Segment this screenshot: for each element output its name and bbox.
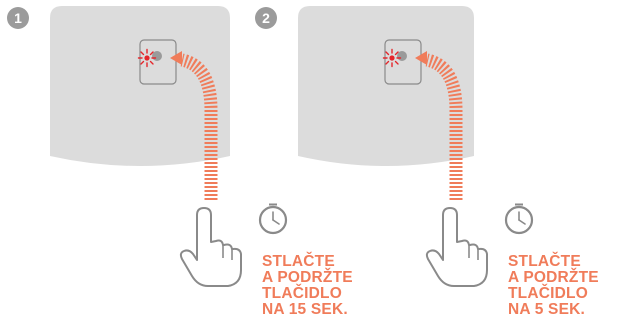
clock-icon (506, 205, 532, 234)
blinking-led-icon (384, 50, 401, 67)
step-1-number: 1 (14, 10, 22, 26)
instruction-line: STLAČTE (508, 254, 599, 270)
step-2-number: 2 (262, 10, 270, 26)
reset-button-2[interactable] (397, 51, 407, 61)
step-2-group: 2 (255, 6, 532, 286)
device-body-2 (298, 6, 474, 166)
step-1-instruction: STLAČTE A PODRŽTE TLAČIDLO NA 15 SEK. (262, 254, 353, 318)
pointing-hand-icon (181, 208, 241, 286)
step-1-badge: 1 (7, 7, 29, 29)
reset-button-1[interactable] (152, 51, 162, 61)
instruction-line: STLAČTE (262, 254, 353, 270)
device-body-1 (50, 6, 230, 166)
instruction-line: A PODRŽTE (508, 270, 599, 286)
pointing-hand-icon (427, 208, 487, 286)
step-2-badge: 2 (255, 7, 277, 29)
instruction-line: TLAČIDLO (508, 286, 599, 302)
instruction-line: NA 15 SEK. (262, 302, 353, 318)
instruction-line: A PODRŽTE (262, 270, 353, 286)
step-1-group: 1 (7, 6, 286, 286)
clock-icon (260, 205, 286, 234)
blinking-led-icon (139, 50, 156, 67)
step-2-instruction: STLAČTE A PODRŽTE TLAČIDLO NA 5 SEK. (508, 254, 599, 318)
instruction-line: NA 5 SEK. (508, 302, 599, 318)
instruction-line: TLAČIDLO (262, 286, 353, 302)
